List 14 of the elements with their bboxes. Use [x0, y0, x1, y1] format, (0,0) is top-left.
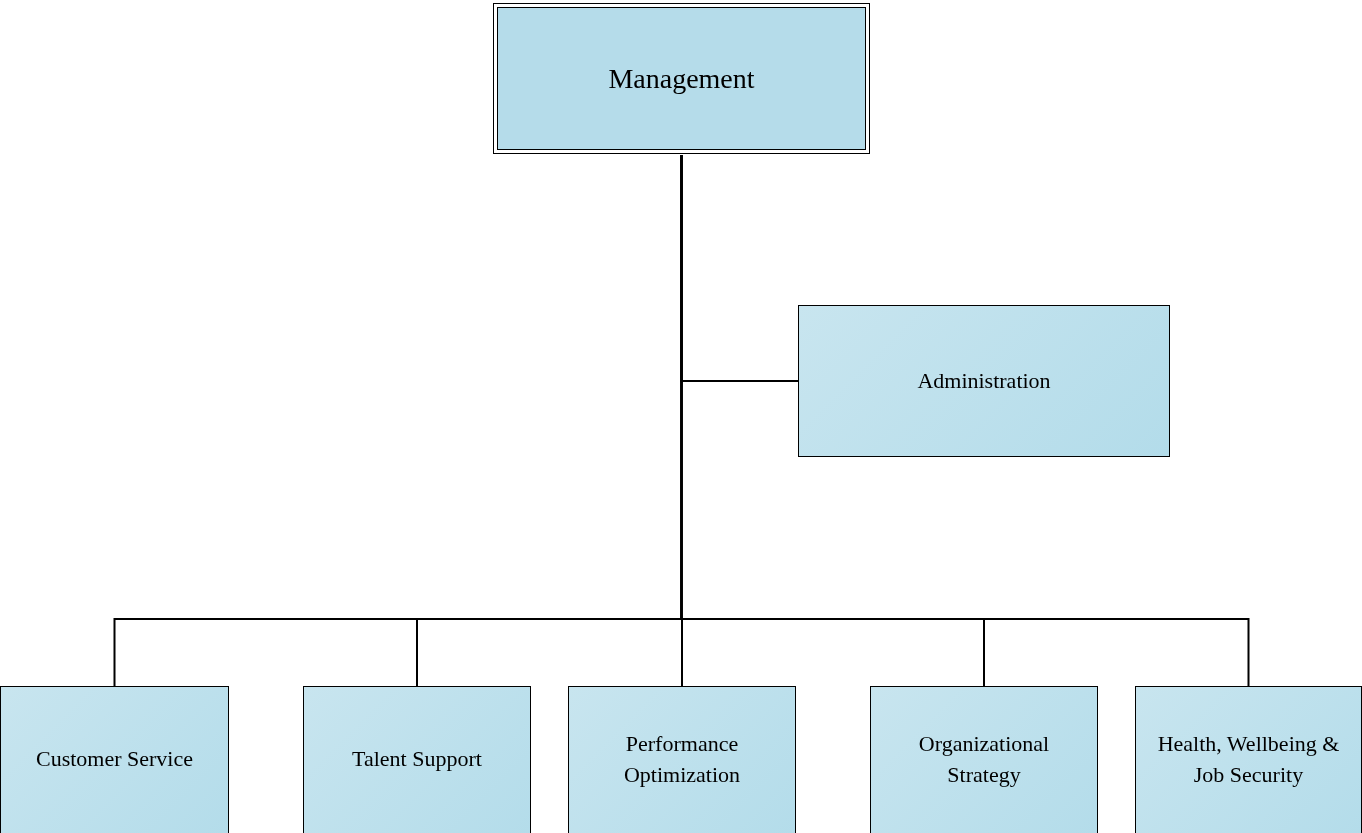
department-box — [870, 686, 1098, 833]
box-label: Talent Support — [352, 745, 482, 774]
box-label: Administration — [917, 366, 1051, 395]
department-box — [1135, 686, 1362, 833]
connector-line — [680, 154, 1250, 687]
department-box — [0, 686, 229, 833]
department-box — [303, 686, 531, 833]
box-label: Performance Optimization — [622, 729, 742, 789]
box-label: Health, Wellbeing & Job Security — [1156, 729, 1341, 789]
box-label: Management — [608, 61, 755, 96]
box-label: Organizational Strategy — [917, 729, 1051, 789]
department-box — [798, 305, 1170, 457]
department-box — [568, 686, 796, 833]
box-label: Customer Service — [36, 745, 193, 774]
